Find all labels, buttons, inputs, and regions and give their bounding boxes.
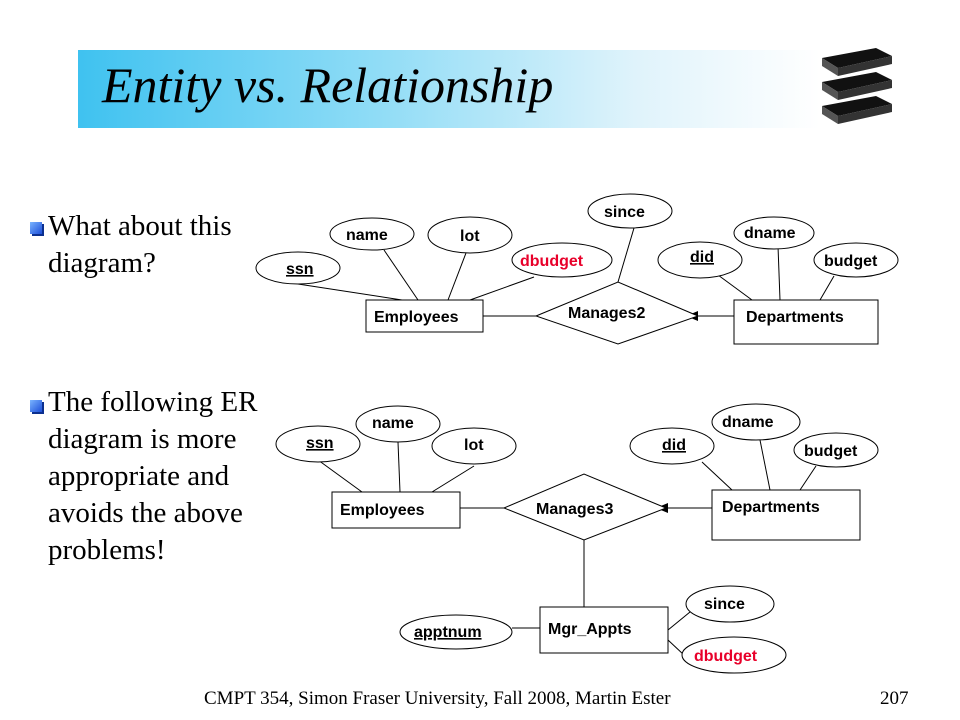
diagram-2-attr-budget — [793, 432, 879, 468]
diagram-1-attr-since — [587, 193, 673, 229]
diagram-1-attr-lot-label: lot — [460, 228, 480, 245]
diagram-1-attr-name — [329, 217, 415, 251]
diagram-2-attr-name-label: name — [372, 415, 414, 432]
diagram-2-attr-ssn — [275, 425, 361, 463]
diagram-1-attr-dbudget-label: dbudget — [520, 253, 584, 270]
page-number: 207 — [880, 688, 909, 709]
diagram-1-attr-ssn — [255, 251, 341, 285]
slide-title: Entity vs. Relationship — [102, 57, 554, 113]
diagram-2-entity-mgr-appts-label: Mgr_Appts — [548, 621, 632, 638]
bullet-marker-1 — [30, 222, 42, 234]
slide-footer: CMPT 354, Simon Fraser University, Fall … — [204, 688, 671, 709]
diagram-2-attr-did-label: did — [662, 437, 686, 454]
diagram-2-attr-apptnum-label: apptnum — [414, 624, 482, 641]
diagram-2-attr-since — [685, 585, 775, 623]
diagram-2-attr-dbudget — [681, 636, 787, 674]
diagram-2 — [317, 439, 817, 656]
diagram-1-relationship-label: Manages2 — [568, 305, 645, 322]
title-band — [78, 50, 820, 128]
diagram-2-relationship-diamond — [502, 473, 668, 541]
diagram-1-attr-ssn-label: ssn — [286, 261, 314, 278]
diagram-2-attr-since-label: since — [704, 596, 745, 613]
stacked-disks-logo-icon — [822, 48, 892, 124]
diagram-2-entity-departments-label: Departments — [722, 499, 820, 516]
diagram-1-attr-dname — [733, 216, 815, 250]
diagram-2-attr-dname — [711, 403, 801, 441]
diagram-2-attr-lot-label: lot — [464, 437, 484, 454]
diagram-1-attr-budget — [813, 242, 899, 278]
diagram-2-entity-employees-label: Employees — [340, 502, 425, 519]
diagram-2-attr-apptnum — [399, 614, 513, 650]
diagram-1 — [297, 227, 835, 317]
diagram-2-attr-ssn-label: ssn — [306, 435, 334, 452]
diagram-2-attr-name — [355, 405, 441, 443]
diagram-2-entity-employees — [331, 491, 461, 529]
diagram-2-entity-mgr-appts — [539, 606, 669, 654]
bullet-text-2: The following ER diagram is more appropr… — [48, 386, 258, 566]
bullet-marker-2 — [30, 400, 42, 412]
diagram-1-attr-since-label: since — [604, 204, 645, 221]
diagram-1-attr-budget-label: budget — [824, 253, 878, 270]
diagram-1-entity-employees — [365, 299, 484, 333]
diagram-1-attr-did-label: did — [690, 249, 714, 266]
diagram-2-attr-budget-label: budget — [804, 443, 858, 460]
bullet-text-1: What about this diagram? — [48, 210, 232, 279]
diagram-2-attr-dname-label: dname — [722, 414, 774, 431]
diagram-2-attr-did — [629, 427, 715, 465]
diagram-2-attr-lot — [431, 427, 517, 465]
diagram-1-attr-dname-label: dname — [744, 225, 796, 242]
diagram-1-entity-departments — [733, 299, 879, 345]
diagram-2-attr-dbudget-label: dbudget — [694, 648, 758, 665]
diagram-2-entity-departments — [711, 489, 861, 541]
diagram-1-attr-dbudget — [511, 242, 613, 278]
diagram-2-relationship-label: Manages3 — [536, 501, 613, 518]
diagram-1-attr-name-label: name — [346, 227, 388, 244]
diagram-1-attr-lot — [427, 216, 513, 254]
diagram-1-entity-departments-label: Departments — [746, 309, 844, 326]
diagram-1-attr-did — [657, 241, 743, 279]
diagram-1-entity-employees-label: Employees — [374, 309, 459, 326]
diagram-1-relationship-diamond — [534, 281, 700, 345]
